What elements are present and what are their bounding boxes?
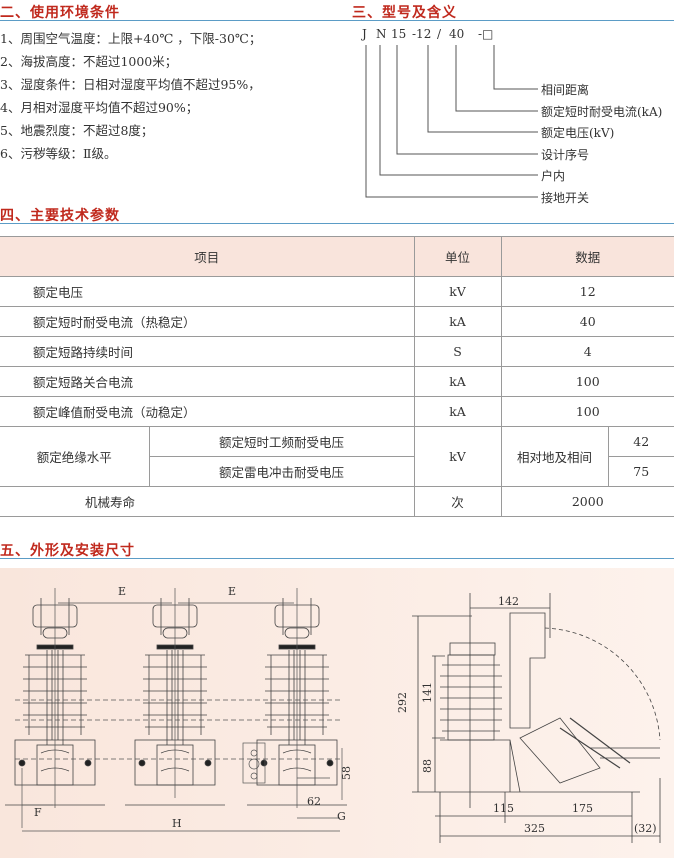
dim-e2: E xyxy=(228,585,236,598)
model-code-part: -12 xyxy=(412,27,432,41)
dim-g: G xyxy=(337,810,346,823)
dim-175: 175 xyxy=(572,802,593,815)
condition-item: 6、污秽等级：Ⅱ级。 xyxy=(0,146,117,161)
dim-142: 142 xyxy=(498,595,519,608)
condition-item: 3、湿度条件：日相对湿度平均值不超过95%， xyxy=(0,77,261,92)
model-meaning: 接地开关 xyxy=(541,191,590,205)
dim-292: 292 xyxy=(396,692,409,713)
table-header: 项目 单位 数据 xyxy=(0,236,674,277)
dim-f: F xyxy=(34,806,42,819)
header-unit: 单位 xyxy=(413,236,502,277)
section-title-conditions: 二、使用环境条件 xyxy=(0,5,120,21)
model-meaning: 设计序号 xyxy=(541,148,590,162)
model-meaning: 额定短时耐受电流(kA) xyxy=(541,105,663,119)
model-code-part: -□ xyxy=(478,27,494,41)
dim-115: 115 xyxy=(493,802,514,815)
divider xyxy=(0,223,674,224)
section-title-dimensions: 五、外形及安装尺寸 xyxy=(0,543,135,559)
dim-141: 141 xyxy=(421,682,434,703)
table-row: 额定绝缘水平 额定短时工频耐受电压 kV 相对地及相间 42 xyxy=(0,426,674,487)
section-title-params: 四、主要技术参数 xyxy=(0,208,120,224)
section-title-model: 三、型号及含义 xyxy=(352,5,457,21)
divider xyxy=(0,20,340,21)
dim-62: 62 xyxy=(307,795,321,808)
model-meaning: 相间距离 xyxy=(541,83,590,97)
model-code-part: 15 xyxy=(391,27,407,41)
divider xyxy=(340,20,674,21)
dim-h: H xyxy=(172,817,182,830)
outline-drawing: E E F 62 G H 58 142 292 141 88 115 175 3… xyxy=(4,585,661,843)
condition-item: 1、周围空气温度：上限+40℃ ，下限-30℃； xyxy=(0,31,262,46)
dimension-drawing: E E F 62 G H 58 142 292 141 88 115 175 3… xyxy=(0,568,674,858)
condition-item: 5、地震烈度：不超过8度； xyxy=(0,123,154,138)
model-code-part: N xyxy=(376,27,387,41)
divider xyxy=(0,558,674,559)
model-code-part: 40 xyxy=(449,27,465,41)
dim-325: 325 xyxy=(524,822,545,835)
dim-e1: E xyxy=(118,585,126,598)
model-meaning: 户内 xyxy=(541,169,566,183)
dim-32: (32) xyxy=(634,822,657,835)
model-code-part: / xyxy=(437,27,442,41)
condition-item: 4、月相对湿度平均值不超过90%； xyxy=(0,100,199,115)
table-row: 额定雷电冲击耐受电压 75 xyxy=(0,456,674,487)
model-meaning: 额定电压(kV) xyxy=(541,126,615,140)
dim-88: 88 xyxy=(421,759,434,773)
header-value: 数据 xyxy=(500,236,674,277)
dim-58: 58 xyxy=(340,766,353,780)
condition-item: 2、海拔高度：不超过1000米； xyxy=(0,54,178,69)
model-leader-lines xyxy=(365,45,538,198)
header-item: 项目 xyxy=(0,236,415,277)
model-code-part: J xyxy=(362,27,367,41)
